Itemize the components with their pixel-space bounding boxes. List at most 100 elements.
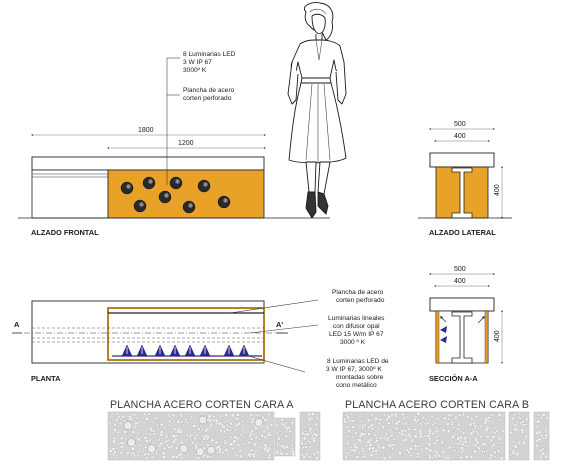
perforation	[439, 443, 442, 446]
perforation	[360, 446, 363, 450]
perforation	[171, 447, 175, 451]
perforation	[151, 413, 154, 415]
plan-note-leds-4: cono metálico	[336, 382, 377, 389]
perforation	[253, 442, 257, 446]
perforation	[311, 434, 314, 438]
perforation	[261, 455, 264, 459]
perforation	[156, 427, 158, 430]
perforation	[487, 416, 491, 420]
perforation	[433, 441, 437, 445]
perforation	[413, 449, 415, 451]
perforation	[316, 443, 320, 447]
perforation	[165, 444, 169, 447]
perforation	[384, 437, 387, 439]
perforation	[267, 412, 271, 416]
plate-a-holes	[108, 412, 320, 460]
perforation	[459, 456, 463, 460]
perforation	[481, 445, 484, 448]
perforation	[385, 418, 389, 422]
perforation	[156, 452, 159, 454]
perforation	[187, 448, 190, 451]
perforation	[479, 424, 483, 428]
perforation	[163, 446, 167, 450]
perforation	[314, 422, 318, 426]
perforation	[311, 425, 314, 428]
perforation	[197, 416, 200, 419]
perforation	[358, 451, 361, 455]
perforation	[426, 430, 429, 433]
perforation	[536, 415, 539, 417]
perforation	[348, 435, 351, 438]
perforation	[478, 416, 482, 419]
perforation	[394, 414, 398, 418]
perforation	[210, 434, 213, 437]
perforation	[345, 425, 349, 429]
perforation	[473, 424, 477, 428]
perforation	[489, 450, 492, 453]
perforation	[222, 425, 226, 429]
perforation	[381, 441, 384, 444]
perforation	[408, 423, 411, 426]
perforation	[479, 434, 483, 439]
perforation	[300, 441, 304, 445]
perforation	[425, 436, 428, 440]
perforation	[348, 419, 352, 423]
human-scale-figure	[287, 2, 347, 219]
perforation	[114, 425, 117, 428]
perforation	[115, 418, 119, 422]
perforation	[201, 427, 204, 430]
perforation	[390, 434, 394, 438]
perforation	[413, 434, 418, 439]
perforation	[409, 447, 413, 451]
perforation	[443, 416, 447, 420]
perforation	[374, 452, 378, 456]
perforation	[400, 434, 403, 437]
perforation	[398, 451, 402, 455]
perforation	[460, 442, 465, 447]
perforation	[239, 441, 242, 444]
perforation	[413, 415, 416, 418]
perforation	[215, 456, 218, 458]
perforation	[455, 438, 458, 440]
perforation	[184, 456, 187, 459]
perforation	[509, 429, 512, 433]
perforation	[263, 435, 267, 439]
perforation	[212, 415, 216, 418]
perforation	[349, 438, 351, 441]
perforation	[366, 440, 371, 444]
perforation	[397, 448, 400, 451]
perforation	[170, 413, 173, 416]
perforation	[459, 424, 462, 427]
perforation	[206, 443, 210, 447]
perforation	[512, 444, 515, 448]
perforation	[120, 436, 124, 440]
perforation	[305, 432, 310, 436]
section-i-beam	[451, 311, 473, 364]
perforation	[436, 429, 440, 433]
perforation	[405, 434, 408, 437]
perforation	[493, 426, 497, 430]
perforation	[416, 411, 421, 416]
side-dimension-500: 500	[454, 121, 466, 128]
perforation	[186, 452, 189, 455]
perforation	[309, 416, 313, 419]
perforation	[163, 426, 166, 429]
perforation	[194, 434, 198, 437]
perforation	[281, 426, 284, 429]
plate-face-a: PLANCHA ACERO CORTEN CARA A	[107, 399, 321, 461]
perforation	[142, 425, 145, 428]
perforation	[386, 413, 389, 417]
perforation	[511, 449, 514, 452]
perforation	[182, 433, 184, 436]
perforation	[497, 436, 502, 441]
perforation	[464, 431, 467, 434]
perforation	[486, 454, 488, 457]
perforation	[250, 452, 253, 456]
perforation	[433, 422, 437, 425]
perforation	[236, 413, 240, 417]
perforation	[485, 450, 487, 453]
perforation	[545, 416, 549, 420]
perforation	[535, 444, 539, 448]
perforation	[268, 431, 272, 434]
perforation	[117, 415, 121, 419]
